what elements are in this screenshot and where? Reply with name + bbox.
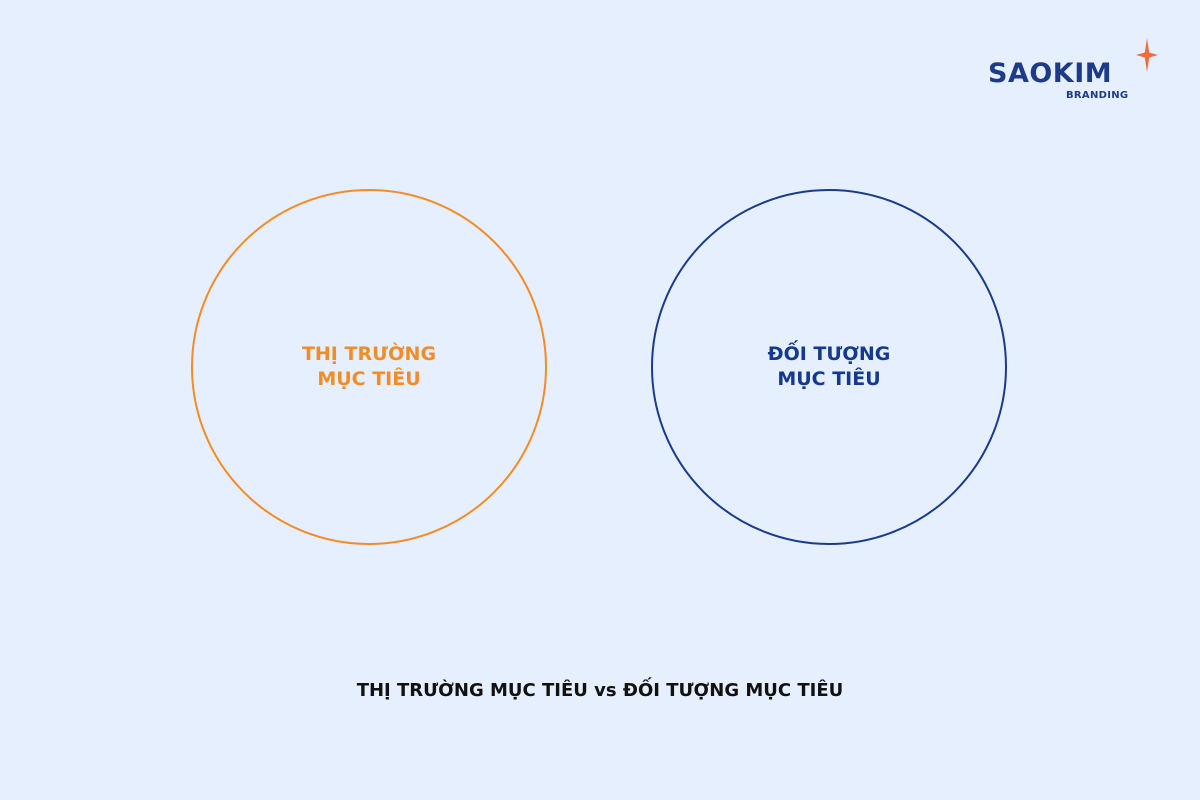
target-market-label: THỊ TRƯỜNG MỤC TIÊU (301, 343, 437, 390)
four-point-star-icon (1136, 38, 1158, 72)
target-market-circle: THỊ TRƯỜNG MỤC TIÊU (191, 189, 547, 545)
logo-wordmark: SAOKIM (988, 58, 1113, 89)
saokim-logo: SAOKIM BRANDING (988, 38, 1160, 108)
logo-subtitle: BRANDING (1066, 90, 1129, 101)
target-audience-circle: ĐỐI TƯỢNG MỤC TIÊU (651, 189, 1007, 545)
diagram-caption: THỊ TRƯỜNG MỤC TIÊU vs ĐỐI TƯỢNG MỤC TIÊ… (356, 680, 844, 701)
target-audience-label: ĐỐI TƯỢNG MỤC TIÊU (767, 343, 891, 390)
